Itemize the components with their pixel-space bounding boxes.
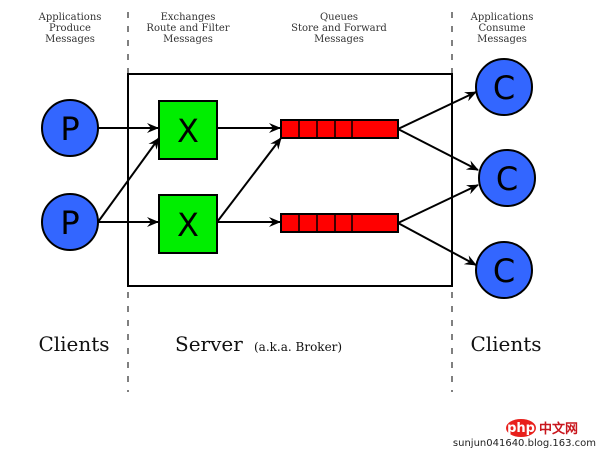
consumer-node: C — [475, 58, 533, 116]
exchange-label: X — [177, 112, 199, 150]
queue-node — [280, 213, 399, 233]
consumer-label: C — [496, 160, 518, 198]
exchange-label: X — [177, 206, 199, 244]
header-line: Store and Forward — [291, 23, 387, 34]
consumer-circle — [478, 149, 536, 207]
exchange-node: X — [158, 100, 218, 160]
header-exchanges: Exchanges Route and Filter Messages — [146, 12, 229, 45]
consumer-circle — [475, 241, 533, 299]
server-label: Server — [175, 332, 243, 356]
producer-circle — [41, 193, 99, 251]
header-line: Consume — [478, 23, 525, 34]
header-line: Exchanges — [161, 12, 216, 23]
header-queues: Queues Store and Forward Messages — [291, 12, 387, 45]
header-line: Messages — [314, 34, 364, 45]
exchange-node: X — [158, 194, 218, 254]
consumer-label: C — [493, 252, 515, 290]
consumer-circle — [475, 58, 533, 116]
header-line: Messages — [477, 34, 527, 45]
header-line: Messages — [45, 34, 95, 45]
php-logo-icon — [506, 419, 536, 437]
edge-q1-c2 — [397, 128, 479, 171]
queue-body — [280, 119, 399, 139]
header-producers: Applications Produce Messages — [38, 12, 102, 45]
header-line: Produce — [49, 23, 91, 34]
producer-node: P — [41, 193, 99, 251]
queue-body — [280, 213, 399, 233]
watermark: php 中文网 sunjun041640.blog.163.com — [453, 419, 596, 449]
clients-right-label: Clients — [470, 332, 541, 356]
exchange-box — [158, 100, 218, 160]
watermark-site: sunjun041640.blog.163.com — [453, 438, 596, 449]
consumer-node: C — [478, 149, 536, 207]
header-line: Applications — [470, 12, 534, 23]
producer-label: P — [60, 204, 79, 242]
edge-x2-q1 — [216, 137, 282, 223]
edges — [97, 91, 479, 266]
watermark-php: php — [507, 421, 535, 436]
producer-node: P — [41, 99, 99, 157]
edge-q1-c1 — [397, 91, 477, 130]
header-line: Applications — [38, 12, 102, 23]
producer-label: P — [60, 110, 79, 148]
header-consumers: Applications Consume Messages — [470, 12, 534, 45]
header-line: Route and Filter — [146, 23, 229, 34]
edge-q2-c2 — [397, 184, 479, 224]
header-line: Queues — [320, 12, 358, 23]
header-line: Messages — [163, 34, 213, 45]
queue-node — [280, 119, 399, 139]
edge-q2-c3 — [397, 222, 477, 266]
clients-left-label: Clients — [38, 332, 109, 356]
consumer-node: C — [475, 241, 533, 299]
edge-p2-x1 — [97, 137, 160, 223]
consumer-label: C — [493, 69, 515, 107]
exchange-box — [158, 194, 218, 254]
producer-circle — [41, 99, 99, 157]
watermark-cn: 中文网 — [539, 421, 578, 437]
server-note: (a.k.a. Broker) — [254, 340, 342, 354]
